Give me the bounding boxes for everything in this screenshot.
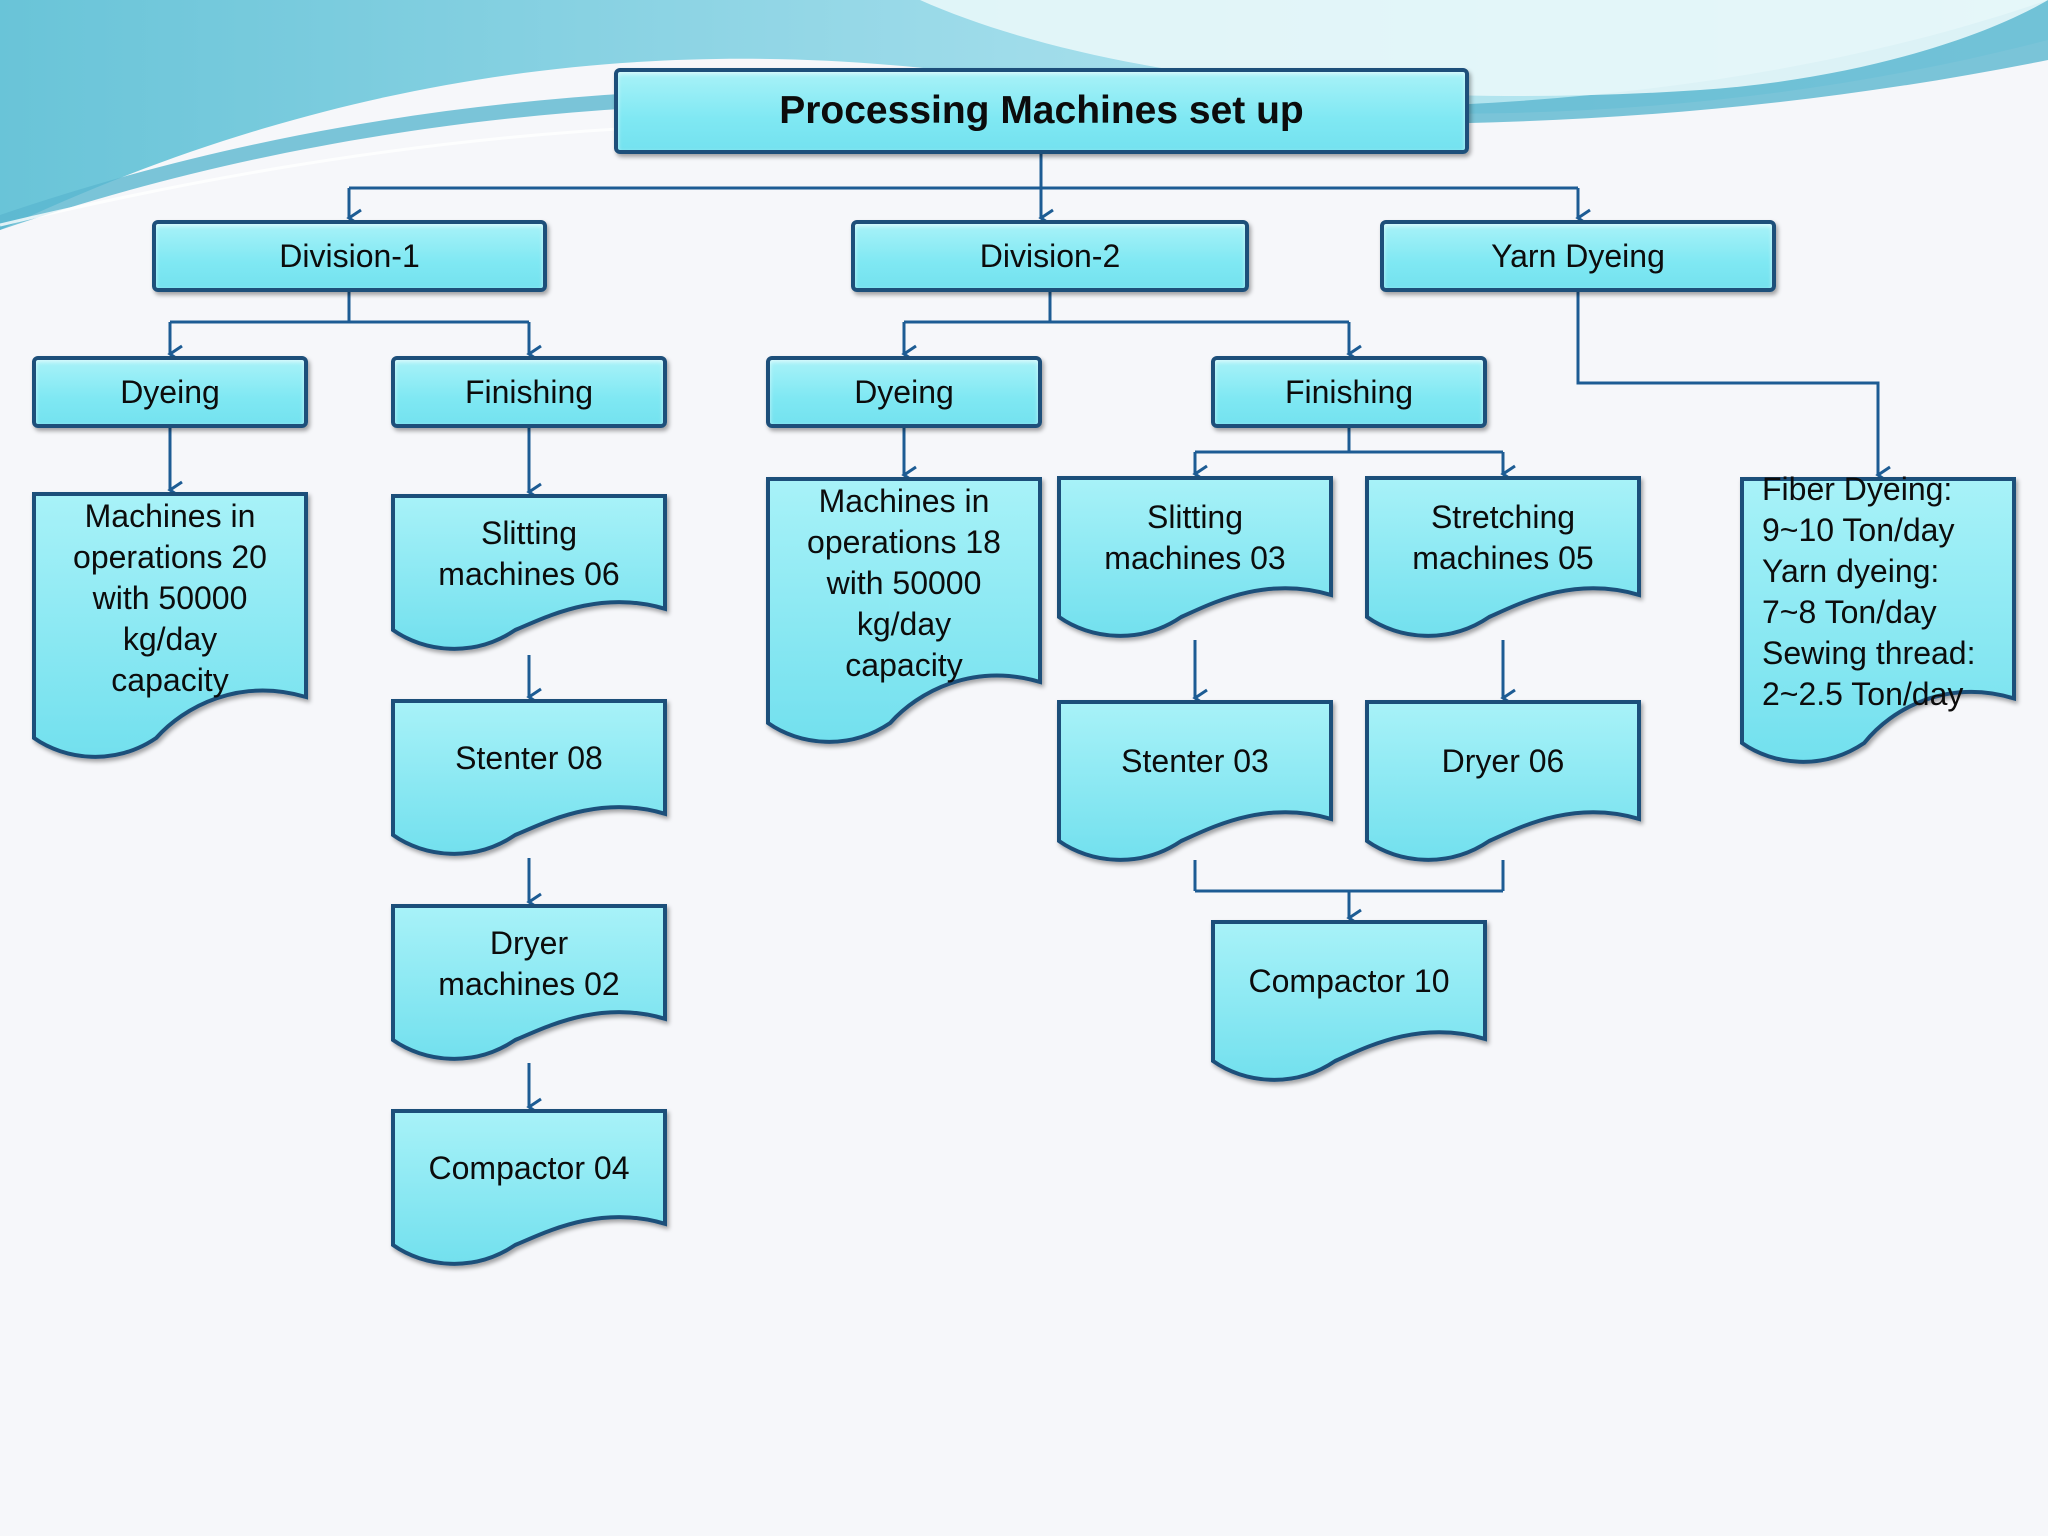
yarn-dyeing-label: Yarn Dyeing xyxy=(1491,237,1665,274)
division-2-dyeing-note: Machines in operations 18 with 50000 kg/… xyxy=(766,477,1042,767)
yarn-dyeing-note: Fiber Dyeing: 9~10 Ton/day Yarn dyeing: … xyxy=(1740,470,2016,787)
division-1-box: Division-1 xyxy=(152,220,547,292)
document-shape xyxy=(391,494,667,651)
division-2-box: Division-2 xyxy=(851,220,1249,292)
document-shape xyxy=(32,492,308,759)
document-shape xyxy=(391,699,667,856)
document-shape xyxy=(1740,477,2016,764)
document-shape-outline xyxy=(391,494,667,651)
yarn-dyeing-box: Yarn Dyeing xyxy=(1380,220,1776,292)
document-shape-outline xyxy=(1365,476,1641,638)
document-shape-outline xyxy=(391,1109,667,1266)
division-2-step-stretching: Stretching machines 05 xyxy=(1365,476,1641,661)
document-shape xyxy=(391,904,667,1061)
document-shape-outline xyxy=(1057,476,1333,638)
division-2-step-compactor: Compactor 10 xyxy=(1211,920,1487,1105)
document-shape xyxy=(1057,476,1333,638)
division-2-dyeing-box: Dyeing xyxy=(766,356,1042,428)
document-shape-outline xyxy=(1740,477,2016,764)
division-2-step-compactor-text: Compactor 10 xyxy=(1248,963,1450,1000)
document-shape-outline xyxy=(766,477,1042,744)
division-1-step-slitting-text: Slitting machines 06 xyxy=(438,514,620,592)
division-2-label: Division-2 xyxy=(979,237,1121,274)
document-shape-outline xyxy=(1365,700,1641,862)
division-1-step-compactor: Compactor 04 xyxy=(391,1109,667,1289)
division-2-dyeing-label: Dyeing xyxy=(854,373,954,410)
division-1-step-compactor-text: Compactor 04 xyxy=(428,1150,630,1186)
document-shape-outline xyxy=(1057,700,1333,862)
diagram-title-text: Processing Machines set up xyxy=(779,89,1304,132)
document-shape xyxy=(391,1109,667,1266)
division-1-label: Division-1 xyxy=(279,237,420,274)
division-2-finishing-box: Finishing xyxy=(1211,356,1487,428)
division-2-step-stenter: Stenter 03 xyxy=(1057,700,1333,885)
division-2-finishing-label: Finishing xyxy=(1284,373,1414,410)
division-2-step-dryer: Dryer 06 xyxy=(1365,700,1641,885)
division-2-step-stenter-text: Stenter 03 xyxy=(1121,743,1269,780)
division-1-dyeing-box: Dyeing xyxy=(32,356,308,428)
division-1-step-dryer: Dryer machines 02 xyxy=(391,904,667,1084)
division-1-step-slitting: Slitting machines 06 xyxy=(391,494,667,674)
document-shape xyxy=(1365,700,1641,862)
yarn-dyeing-note-text: Fiber Dyeing: 9~10 Ton/day Yarn dyeing: … xyxy=(1762,470,1976,712)
document-shape xyxy=(1057,700,1333,862)
division-1-dyeing-note: Machines in operations 20 with 50000 kg/… xyxy=(32,492,308,782)
division-2-step-slitting: Slitting machines 03 xyxy=(1057,476,1333,661)
division-1-step-stenter: Stenter 08 xyxy=(391,699,667,879)
document-shape-outline xyxy=(391,904,667,1061)
document-shape xyxy=(1365,476,1641,638)
division-2-step-dryer-text: Dryer 06 xyxy=(1441,743,1565,780)
division-1-dyeing-note-text: Machines in operations 20 with 50000 kg/… xyxy=(73,497,267,698)
division-2-step-stretching-text: Stretching machines 05 xyxy=(1412,498,1594,576)
division-1-step-dryer-text: Dryer machines 02 xyxy=(438,924,620,1002)
document-shape-outline xyxy=(391,699,667,856)
division-2-step-slitting-text: Slitting machines 03 xyxy=(1104,498,1286,576)
division-1-finishing-label: Finishing xyxy=(464,373,594,410)
document-shape xyxy=(766,477,1042,744)
division-1-step-stenter-text: Stenter 08 xyxy=(455,740,603,776)
document-shape-outline xyxy=(1211,920,1487,1082)
document-shape-outline xyxy=(32,492,308,759)
division-1-finishing-box: Finishing xyxy=(391,356,667,428)
diagram-title: Processing Machines set up xyxy=(614,68,1469,154)
division-2-dyeing-note-text: Machines in operations 18 with 50000 kg/… xyxy=(807,482,1001,683)
division-1-dyeing-label: Dyeing xyxy=(120,373,220,410)
document-shape xyxy=(1211,920,1487,1082)
